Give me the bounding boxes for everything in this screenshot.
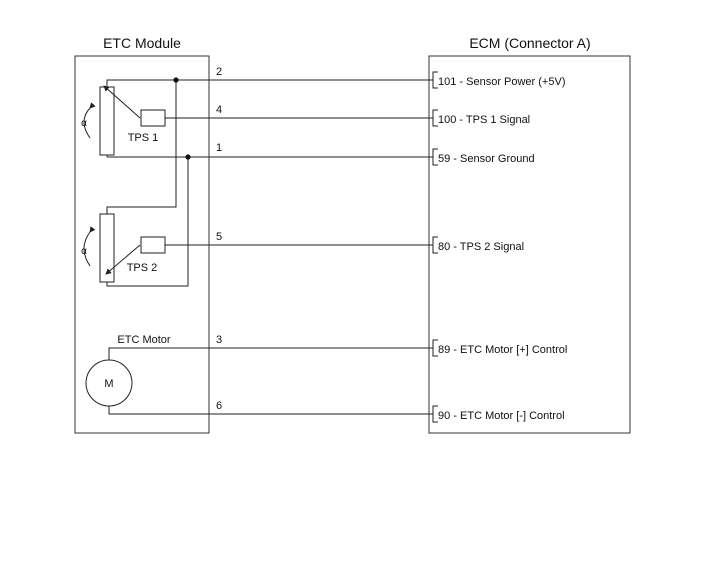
tps2-ground-link	[106, 157, 189, 287]
ecm-terminal-101	[432, 71, 438, 89]
motor-label: ETC Motor	[117, 334, 171, 346]
tps2-label: TPS 2	[127, 262, 158, 274]
tps1-angle-symbol: α	[81, 118, 87, 129]
tps2-angle-symbol: α	[81, 246, 87, 257]
power-junction-dot	[173, 77, 179, 83]
ecm-terminal-59	[432, 148, 438, 166]
wire-pin-3	[108, 347, 433, 368]
motor-icon	[85, 359, 133, 407]
tps2-power-link	[106, 80, 177, 214]
ecm-pin-80-label: 80 - TPS 2 Signal	[438, 241, 524, 253]
pin-number-4: 4	[216, 104, 222, 116]
pin-number-6: 6	[216, 400, 222, 412]
ecm-pin-100-label: 100 - TPS 1 Signal	[438, 114, 530, 126]
tps2-sensor	[83, 213, 166, 283]
ecm-pin-89-label: 89 - ETC Motor [+] Control	[438, 344, 567, 356]
wire-pin-6	[108, 406, 433, 415]
ecm-pin-101-label: 101 - Sensor Power (+5V)	[438, 76, 565, 88]
pin-number-5: 5	[216, 231, 222, 243]
ecm-terminal-80	[432, 236, 438, 254]
ecm-terminal-90	[432, 405, 438, 423]
ecm-terminal-89	[432, 339, 438, 357]
ground-junction-dot	[185, 154, 191, 160]
pin-number-3: 3	[216, 334, 222, 346]
etc-module-title: ETC Module	[103, 35, 181, 51]
tps1-sensor	[83, 79, 176, 157]
ecm-title: ECM (Connector A)	[469, 35, 590, 51]
motor-symbol: M	[104, 378, 113, 390]
tps1-label: TPS 1	[128, 132, 159, 144]
ecm-pin-90-label: 90 - ETC Motor [-] Control	[438, 410, 565, 422]
ecm-terminal-100	[432, 109, 438, 127]
pin-number-1: 1	[216, 142, 222, 154]
pin-number-2: 2	[216, 66, 222, 78]
ecm-pin-59-label: 59 - Sensor Ground	[438, 153, 535, 165]
